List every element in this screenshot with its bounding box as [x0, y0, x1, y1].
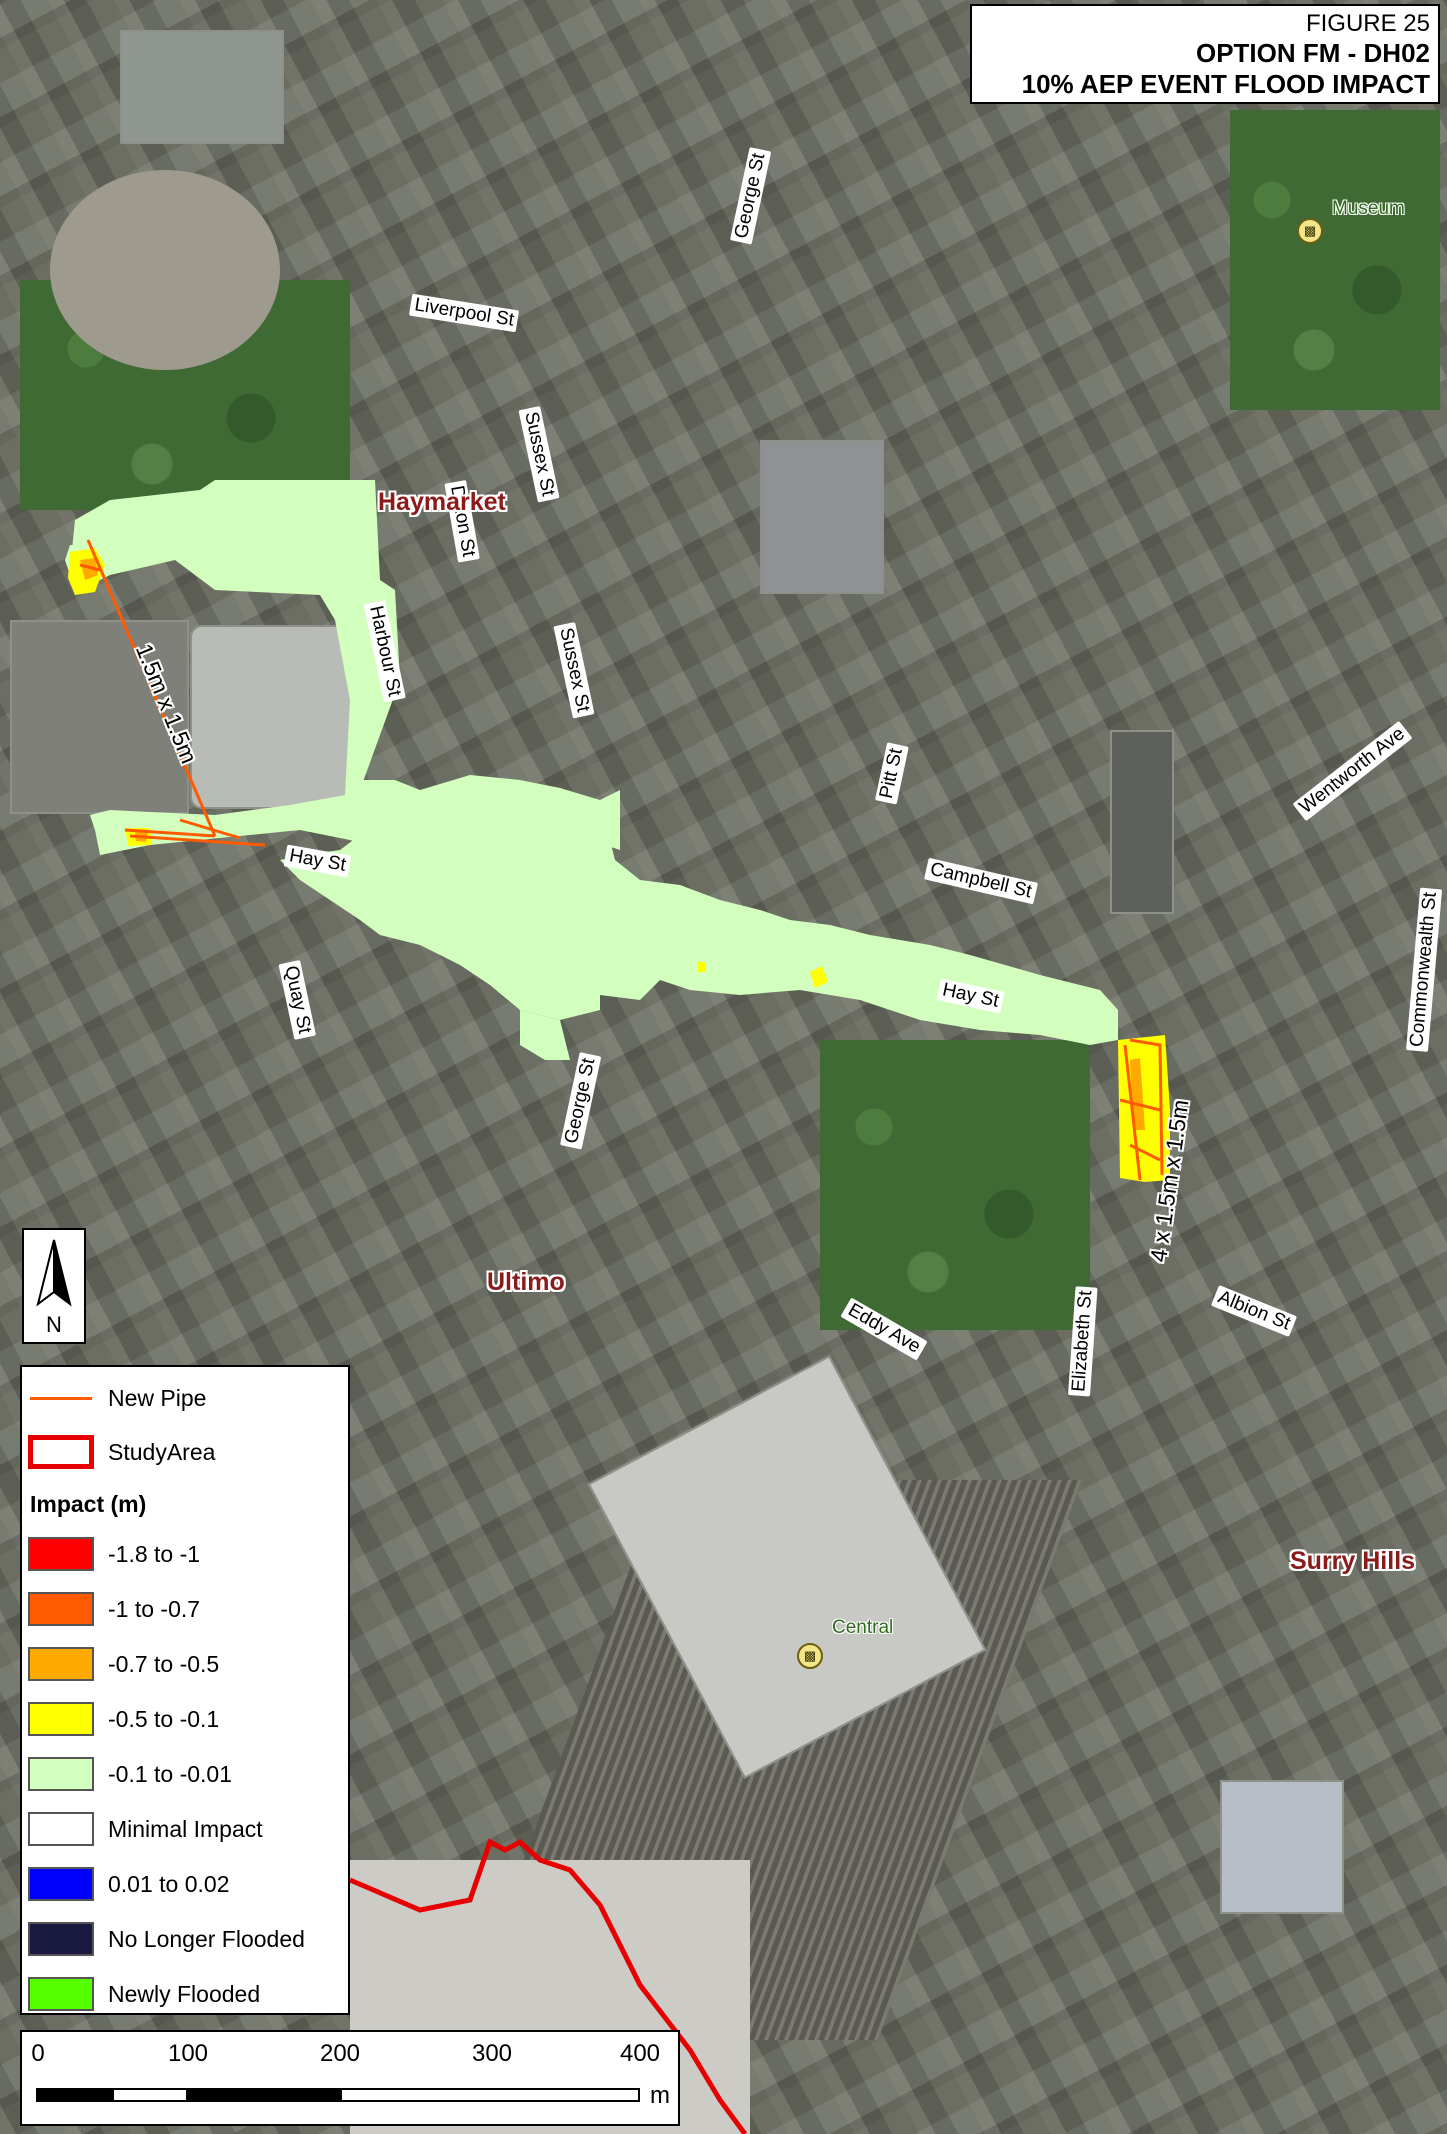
legend-class-swatch [28, 1647, 94, 1681]
suburb-label-ultimo: Ultimo [487, 1268, 565, 1296]
legend-class-swatch [28, 1867, 94, 1901]
figure-number: FIGURE 25 [1305, 10, 1430, 37]
event-title: 10% AEP EVENT FLOOD IMPACT [1021, 69, 1430, 99]
legend-label-new-pipe: New Pipe [108, 1384, 207, 1411]
legend-class-label: -0.1 to -0.01 [108, 1760, 233, 1787]
museum-station-icon: ▩ [1297, 218, 1323, 244]
new-pipe-lines [79, 539, 1164, 1181]
legend-class-swatch [28, 1592, 94, 1626]
legend-study-area: StudyArea [28, 1433, 215, 1471]
block-roof-3 [1110, 730, 1174, 914]
belmore-park-area [820, 1040, 1090, 1330]
suburb-label-surry-hills: Surry Hills [1290, 1547, 1416, 1575]
block-roof-2 [760, 440, 884, 594]
legend-class-row: Newly Flooded [28, 1975, 260, 2013]
option-title: OPTION FM - DH02 [1195, 38, 1430, 68]
legend-class-swatch [28, 1977, 94, 2011]
legend-new-pipe: New Pipe [28, 1379, 206, 1417]
block-roof-1 [1220, 1780, 1344, 1914]
scale-tick-label: 0 [31, 2040, 45, 2067]
legend-class-label: -1.8 to -1 [108, 1540, 201, 1567]
legend-class-swatch [28, 1812, 94, 1846]
legend-class-row: -0.1 to -0.01 [28, 1755, 232, 1793]
central-station-icon: ▩ [797, 1643, 823, 1669]
legend-class-swatch [28, 1922, 94, 1956]
scale-tick-label: 400 [619, 2040, 661, 2067]
suburb-label-haymarket: Haymarket [378, 488, 506, 516]
hyde-park-area [1230, 110, 1440, 410]
scale-segment-1 [36, 2088, 112, 2102]
study-area-boundary [349, 1838, 748, 2134]
legend-class-label: -0.5 to -0.1 [108, 1705, 220, 1732]
scale-tick-label: 300 [471, 2040, 513, 2067]
legend-class-label: Minimal Impact [108, 1815, 263, 1842]
scale-bar: 0 100 200 300 400 m [20, 2030, 680, 2126]
legend-class-label: Newly Flooded [108, 1980, 261, 2007]
scale-unit: m [650, 2082, 670, 2109]
legend-class-row: Minimal Impact [28, 1810, 263, 1848]
poi-label-central: Central [832, 1617, 894, 1638]
north-label: N [46, 1312, 62, 1337]
legend-impact-heading: Impact (m) [30, 1491, 147, 1517]
legend-class-label: -0.7 to -0.5 [108, 1650, 220, 1677]
study-area-swatch [28, 1435, 94, 1469]
north-arrow: N [22, 1228, 86, 1344]
north-arrow-icon [36, 1239, 72, 1307]
scale-tick-label: 100 [167, 2040, 209, 2067]
legend-class-label: 0.01 to 0.02 [108, 1870, 230, 1897]
scale-tick-label: 200 [319, 2040, 361, 2067]
legend-label-study-area: StudyArea [108, 1438, 216, 1465]
map-legend: New Pipe StudyArea Impact (m) -1.8 to -1… [20, 1365, 350, 2015]
title-box: FIGURE 25 OPTION FM - DH02 10% AEP EVENT… [970, 4, 1440, 104]
impact-light-green-area [65, 480, 1118, 1060]
legend-class-row: -1.8 to -1 [28, 1535, 200, 1573]
scale-segment-3 [188, 2088, 340, 2102]
scale-segment-2 [112, 2088, 188, 2102]
carpark-roof [10, 620, 189, 814]
legend-class-row: -0.5 to -0.1 [28, 1700, 219, 1738]
legend-class-row: 0.01 to 0.02 [28, 1865, 230, 1903]
legend-class-swatch [28, 1702, 94, 1736]
darling-plaza [50, 170, 280, 370]
convention-roof [120, 30, 284, 144]
legend-class-label: -1 to -0.7 [108, 1595, 201, 1622]
legend-class-swatch [28, 1537, 94, 1571]
poi-label-museum: Museum [1332, 198, 1405, 219]
legend-class-label: No Longer Flooded [108, 1925, 305, 1952]
new-pipe-swatch [28, 1381, 94, 1415]
legend-class-row: No Longer Flooded [28, 1920, 305, 1958]
scale-segment-4 [340, 2088, 640, 2102]
legend-class-swatch [28, 1757, 94, 1791]
legend-class-row: -0.7 to -0.5 [28, 1645, 219, 1683]
legend-class-row: -1 to -0.7 [28, 1590, 200, 1628]
